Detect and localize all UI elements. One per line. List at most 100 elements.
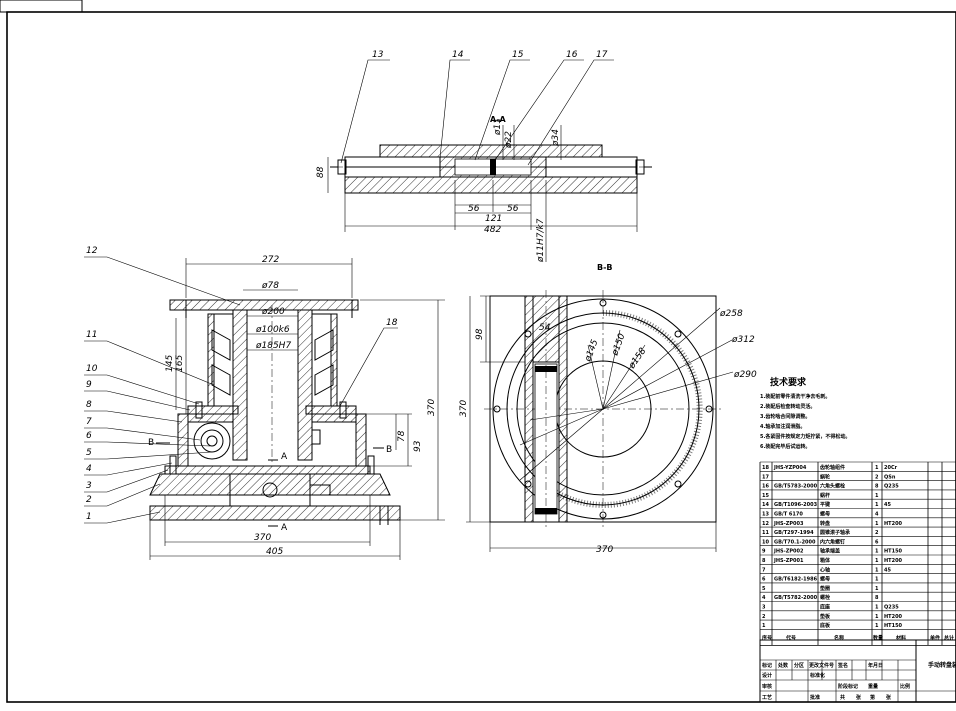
bom-row-mat: QSn (884, 474, 896, 480)
dim-d78: ø78 (261, 281, 279, 291)
part-1: 1 (86, 512, 92, 522)
section-bb-view: B-B ø258 ø312 ø290 ø145 ø (459, 263, 757, 555)
tech-item-3: 3.齿轮啮合间隙调整。 (760, 413, 810, 420)
svg-text:张: 张 (856, 694, 862, 701)
part-3: 3 (86, 481, 92, 491)
drawing-title: 手动转盘装配图 (928, 661, 956, 669)
bom-row-name: 螺栓 (820, 594, 830, 601)
dim-78: 78 (397, 430, 407, 442)
svg-text:设计: 设计 (762, 672, 772, 679)
bom-row-code: GB/T5783-2000 (774, 484, 818, 490)
svg-text:更改文件号: 更改文件号 (809, 662, 834, 669)
section-bb-label: B-B (597, 263, 613, 272)
bom-row-name: 垫板 (820, 613, 831, 620)
bom-row-no: 8 (762, 558, 766, 564)
dim-d185: ø185H7 (255, 341, 291, 351)
bom-row-code: GB/T6182-1986 (774, 577, 818, 583)
bom-row-no: 16 (762, 484, 769, 490)
bom-row-no: 2 (762, 614, 766, 620)
bom-row-no: 1 (762, 623, 766, 629)
bom-row-mat: HT150 (884, 623, 903, 629)
svg-text:第: 第 (870, 694, 875, 701)
bom-header-qty: 数量 (873, 634, 883, 641)
bom-row-qty: 8 (875, 595, 879, 601)
bom-row-qty: 4 (875, 512, 879, 518)
part-7: 7 (86, 417, 92, 427)
dim-98: 98 (475, 328, 485, 340)
bom-row-code: GB/T 6170 (774, 512, 803, 518)
bom-row-code: JHS-YZP004 (773, 465, 807, 471)
bom-row-no: 12 (762, 521, 769, 527)
cut-b-left: B (148, 438, 154, 448)
tech-title: 技术要求 (770, 376, 807, 388)
bom-row-no: 7 (762, 567, 766, 573)
part-12: 12 (86, 246, 98, 256)
bom-row-name: 蜗杆 (820, 492, 830, 499)
part-2: 2 (86, 495, 92, 505)
svg-text:阶段标记: 阶段标记 (838, 683, 858, 690)
bom-header-mat: 材料 (896, 634, 906, 641)
bom-row-mat: HT200 (884, 521, 903, 527)
bom-row-name: 螺母 (820, 576, 830, 583)
bom-header-w2: 总计 (944, 634, 954, 641)
bom-row-qty: 1 (875, 493, 879, 499)
bom-row-code: JHS-ZP003 (773, 521, 804, 527)
dim-370-bb-vertical: 370 (459, 400, 469, 417)
bom-row-no: 3 (762, 605, 766, 611)
bom-row-mat: HT200 (884, 558, 903, 564)
bom-row-code: JHS-ZP002 (773, 549, 804, 555)
dim-370-bb-horizontal: 370 (596, 545, 613, 555)
part-14: 14 (452, 50, 464, 60)
bom-header-no: 序号 (761, 634, 772, 641)
bom-row-no: 9 (762, 549, 766, 555)
dim-54: 54 (539, 323, 551, 333)
bearing-left (207, 313, 234, 407)
bom-row-qty: 6 (875, 539, 879, 545)
dim-121: 121 (485, 214, 502, 224)
bom-row-no: 17 (762, 474, 769, 480)
bom-row-name: 箱体 (819, 557, 831, 564)
svg-text:分区: 分区 (794, 662, 804, 669)
part-17: 17 (596, 50, 608, 60)
part-9: 9 (86, 380, 92, 390)
bom-row-qty: 1 (875, 549, 879, 555)
bom-row-no: 10 (762, 539, 769, 545)
svg-text:批准: 批准 (810, 694, 820, 701)
bom-row-code: JHS-ZP001 (773, 558, 804, 564)
dim-165: 165 (175, 355, 185, 372)
dim-405: 405 (266, 547, 283, 557)
part-15: 15 (512, 50, 524, 60)
dim-145: 145 (165, 355, 175, 372)
bom-row-qty: 1 (875, 577, 879, 583)
bom-row-no: 13 (762, 512, 769, 518)
bom-header-w1: 单件 (930, 634, 940, 641)
bom-row-qty: 8 (875, 484, 879, 490)
bom-row-qty: 1 (875, 605, 879, 611)
dim-56a: 56 (468, 204, 480, 214)
main-section-view: 272 ø78 ø200 ø100k6 ø185H7 (84, 246, 445, 560)
dim-fit: ø11H7/k7 (536, 218, 546, 263)
part-18: 18 (386, 318, 398, 328)
dim-d258: ø258 (719, 309, 743, 319)
bom-row-name: 底座 (819, 604, 830, 611)
bom-row-name: 底板 (819, 622, 831, 629)
dim-272: 272 (262, 255, 279, 265)
bom-row-qty: 1 (875, 586, 879, 592)
part-16: 16 (566, 50, 578, 60)
bom-row-name: 平键 (820, 501, 831, 508)
title-block: 手动转盘装配图 标记 处数 分区 更改文件号 签名 年月日 设计 标准化 阶段标… (759, 639, 956, 703)
tech-item-4: 4.轴承加注润滑脂。 (760, 423, 805, 430)
part-11: 11 (86, 330, 97, 340)
tech-requirements: 技术要求 1.装配前零件清洗干净去毛刺。 2.装配后检查转动灵活。 3.齿轮啮合… (760, 376, 850, 450)
dim-93: 93 (413, 440, 423, 452)
svg-text:共: 共 (840, 694, 845, 701)
bom-row-no: 5 (762, 586, 766, 592)
bom-row-name: 内六角螺钉 (820, 538, 845, 545)
bom-row-mat: Q235 (884, 605, 899, 611)
bom-row-no: 14 (762, 502, 769, 508)
bom-header-name: 名称 (834, 634, 844, 641)
bom-row-name: 齿轮轴组件 (820, 464, 845, 471)
tech-item-5: 5.各紧固件按规定力矩拧紧，不得松动。 (760, 433, 850, 440)
